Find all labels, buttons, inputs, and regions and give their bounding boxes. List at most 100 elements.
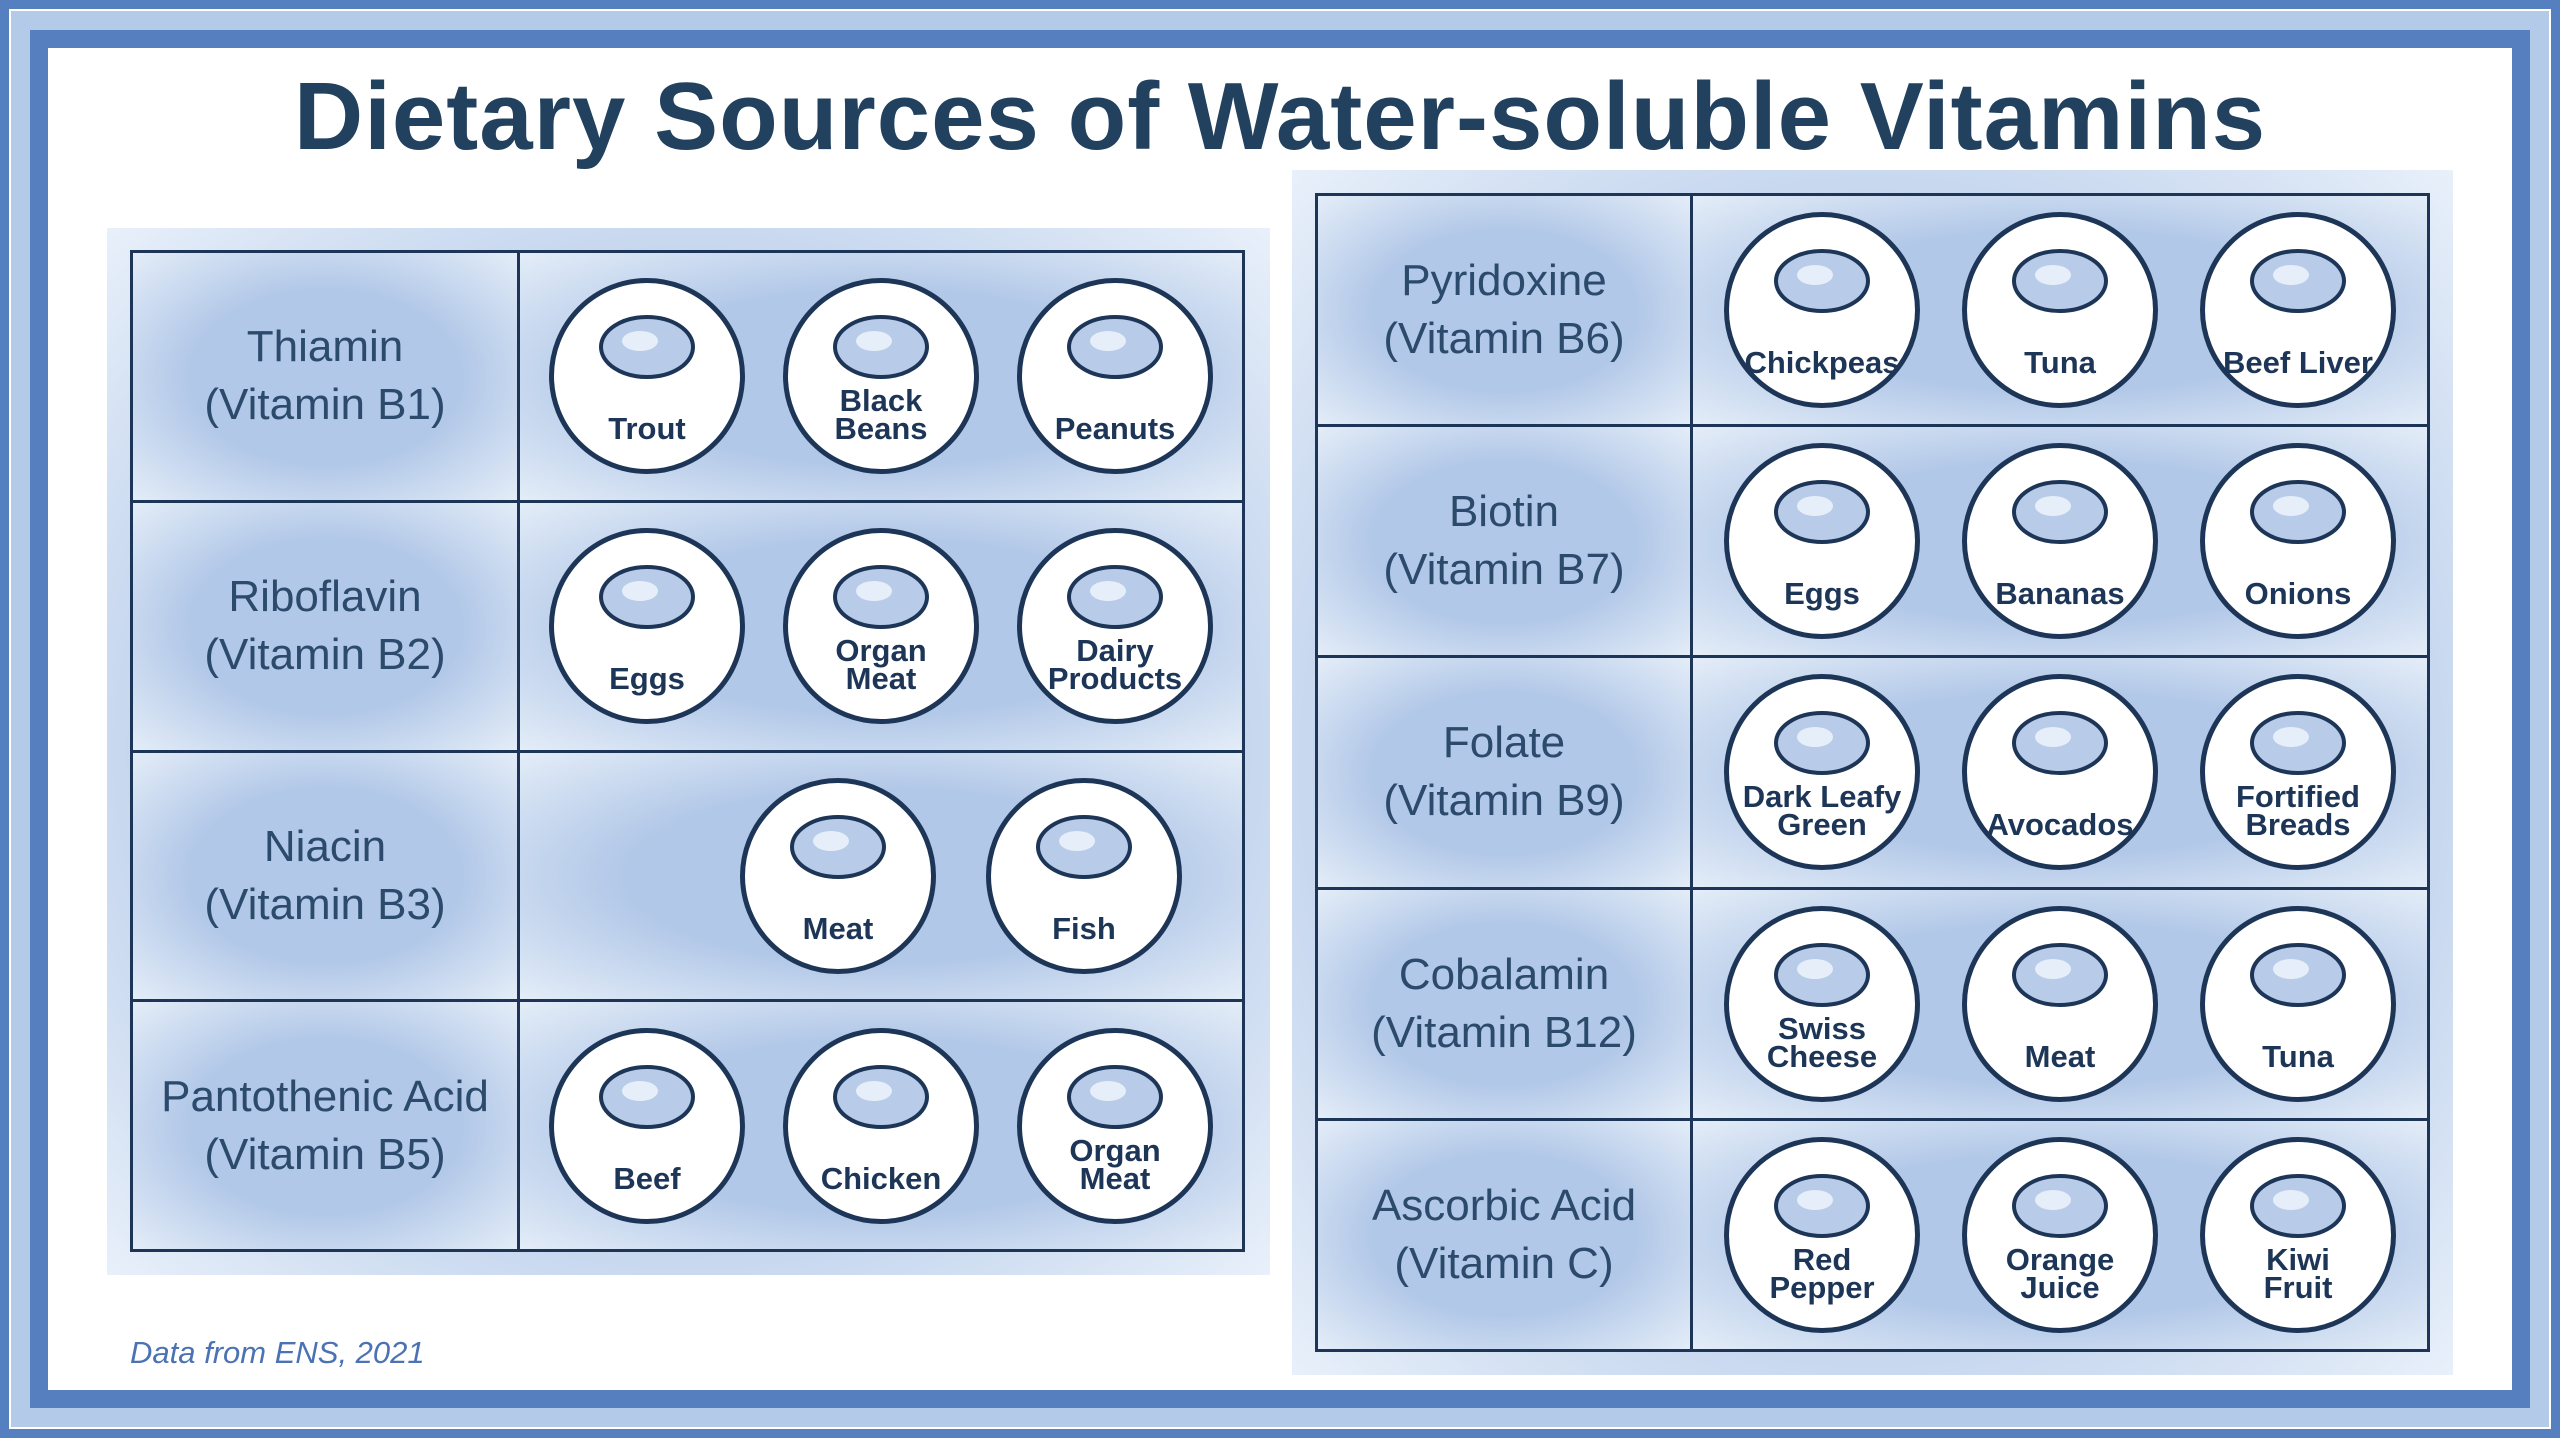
food-illustration-icon (2250, 942, 2346, 1007)
food-label: Red Pepper (1769, 1241, 1875, 1305)
food-sources-cell: Meat Fish (517, 749, 1245, 1003)
vitamin-row: Biotin (Vitamin B7) Eggs Bananas Onions (1315, 424, 2430, 659)
vitamin-name: Ascorbic Acid (1371, 1180, 1637, 1230)
vitamin-name: Thiamin (246, 322, 404, 372)
food-label: Meat (802, 910, 874, 946)
vitamin-name: Pyridoxine (1401, 256, 1607, 306)
food-illustration-icon (599, 1064, 695, 1129)
food-label: Fish (1052, 910, 1116, 946)
food-sources-cell: Eggs Organ Meat Dairy Products (517, 499, 1245, 753)
food-illustration-icon (2250, 711, 2346, 776)
food-black-beans: Black Beans (783, 278, 979, 475)
food-eggs: Eggs (1724, 443, 1920, 640)
food-sources-cell: Beef Chicken Organ Meat (517, 999, 1245, 1252)
vitamin-code: (Vitamin B12) (1371, 1007, 1637, 1057)
vitamin-label: Biotin (Vitamin B7) (1315, 424, 1693, 659)
food-onions: Onions (2200, 443, 2396, 640)
food-label: Beef Liver (2223, 345, 2373, 381)
source-note: Data from ENS, 2021 (130, 1335, 425, 1370)
food-illustration-icon (2012, 942, 2108, 1007)
food-illustration-icon (2250, 1173, 2346, 1238)
food-organ-meat: Organ Meat (783, 528, 979, 725)
vitamin-name: Biotin (1448, 487, 1560, 537)
food-fish: Fish (986, 777, 1182, 974)
vitamin-row: Folate (Vitamin B9) Dark Leafy Green Avocad… (1315, 655, 2430, 890)
food-organ-meat: Organ Meat (1017, 1027, 1213, 1224)
food-illustration-icon (790, 814, 886, 879)
food-label: Eggs (1784, 576, 1860, 612)
food-illustration-icon (1067, 565, 1163, 630)
food-trout: Trout (549, 278, 745, 475)
food-illustration-icon (1774, 1173, 1870, 1238)
food-dairy-products: Dairy Products (1017, 528, 1213, 725)
food-label: Trout (608, 411, 686, 447)
vitamin-name: Niacin (263, 821, 387, 871)
vitamin-code: (Vitamin B3) (204, 879, 446, 929)
food-label: Onions (2244, 576, 2352, 612)
vitamin-name: Cobalamin (1398, 949, 1610, 999)
food-label: Tuna (2024, 345, 2096, 381)
vitamin-name: Folate (1442, 718, 1566, 768)
vitamin-code: (Vitamin B2) (204, 630, 446, 680)
food-illustration-icon (2012, 711, 2108, 776)
food-label: Orange Juice (2005, 1241, 2115, 1305)
food-meat: Meat (740, 777, 936, 974)
food-label: Organ Meat (1069, 1132, 1161, 1196)
food-label: Beef (613, 1160, 681, 1196)
vitamin-label: Cobalamin (Vitamin B12) (1315, 886, 1693, 1121)
vitamin-label: Thiamin(Vitamin B1) (130, 250, 520, 503)
vitamin-code: (Vitamin B7) (1383, 545, 1625, 595)
food-label: Dark Leafy Green (1742, 779, 1902, 843)
food-label: Avocados (1986, 807, 2134, 843)
food-kiwi-fruit: Kiwi Fruit (2200, 1136, 2396, 1333)
food-sources-cell: Eggs Bananas Onions (1690, 424, 2430, 659)
food-fortified-breads: Fortified Breads (2200, 674, 2396, 871)
food-sources-cell: Red Pepper Orange Juice Kiwi Fruit (1690, 1117, 2430, 1353)
food-chickpeas: Chickpeas (1724, 212, 1920, 409)
vitamin-row: Niacin (Vitamin B3) Meat Fish (130, 749, 1245, 1003)
food-illustration-icon (2250, 249, 2346, 314)
food-label: Chicken (820, 1160, 942, 1196)
food-illustration-icon (1067, 1064, 1163, 1129)
food-sources-cell: Dark Leafy Green Avocados Fortified Breads (1690, 655, 2430, 890)
food-label: Eggs (609, 661, 685, 697)
food-eggs: Eggs (549, 528, 745, 725)
vitamin-label: Ascorbic Acid (Vitamin C) (1315, 1117, 1693, 1353)
food-illustration-icon (833, 315, 929, 380)
vitamin-code: (Vitamin B6) (1383, 314, 1625, 364)
food-illustration-icon (2012, 480, 2108, 545)
food-label: Swiss Cheese (1766, 1010, 1878, 1074)
vitamin-label: Niacin (Vitamin B3) (130, 749, 520, 1003)
food-chicken: Chicken (783, 1027, 979, 1224)
food-label: Bananas (1995, 576, 2125, 612)
food-illustration-icon (1774, 942, 1870, 1007)
food-peanuts: Peanuts (1017, 278, 1213, 475)
vitamin-name: Pantothenic Acid (161, 1071, 489, 1121)
food-tuna: Tuna (1962, 212, 2158, 409)
food-illustration-icon (1067, 315, 1163, 380)
food-illustration-icon (2012, 1173, 2108, 1238)
food-illustration-icon (599, 565, 695, 630)
food-illustration-icon (833, 565, 929, 630)
vitamin-code: (Vitamin C) (1394, 1238, 1614, 1288)
food-illustration-icon (2012, 249, 2108, 314)
page-title: Dietary Sources of Water-soluble Vitamin… (293, 63, 2267, 170)
vitamin-code: (Vitamin B9) (1383, 776, 1625, 826)
food-beef-liver: Beef Liver (2200, 212, 2396, 409)
food-illustration-icon (1036, 814, 1132, 879)
food-label: Organ Meat (835, 633, 927, 697)
vitamin-name: Riboflavin (228, 572, 422, 622)
vitamin-label: Pyridoxine (Vitamin B6) (1315, 192, 1693, 428)
food-label: Meat (2024, 1038, 2096, 1074)
food-label: Kiwi Fruit (2263, 1241, 2333, 1305)
food-tuna: Tuna (2200, 905, 2396, 1102)
food-label: Chickpeas (1744, 345, 1900, 381)
food-swiss-cheese: Swiss Cheese (1724, 905, 1920, 1102)
food-label: Dairy Products (1047, 633, 1183, 697)
food-sources-cell: Chickpeas Tuna Beef Liver (1690, 192, 2430, 428)
food-label: Fortified Breads (2236, 779, 2360, 843)
